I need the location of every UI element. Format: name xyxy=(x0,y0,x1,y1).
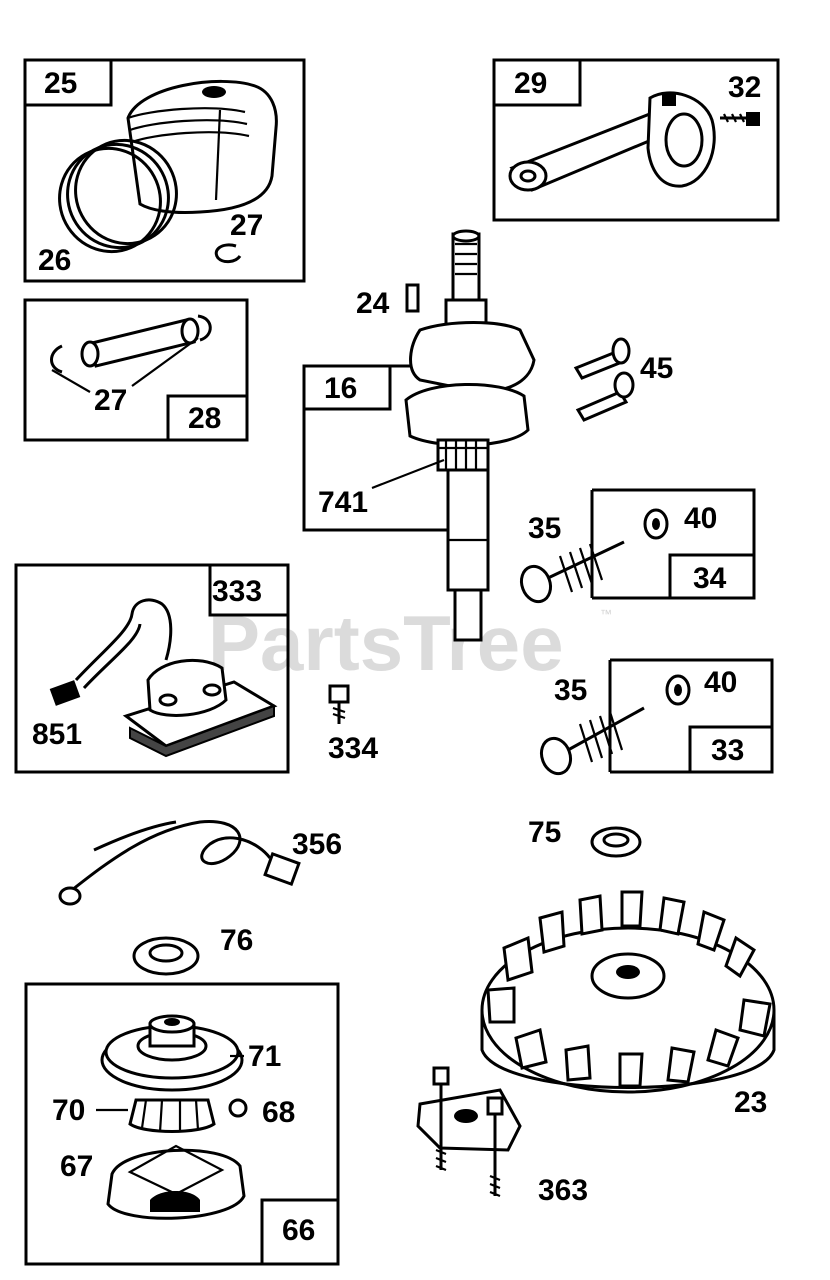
connecting-rod-icon xyxy=(508,91,716,192)
part-number-40-upper: 40 xyxy=(684,502,717,535)
part-number-67: 67 xyxy=(60,1150,93,1183)
part-group-333-armature[interactable]: 333 851 xyxy=(14,563,290,774)
part-group-25-piston[interactable]: 25 26 27 xyxy=(23,58,306,283)
part-group-45-pins[interactable]: 45 xyxy=(573,337,673,422)
part-number-23: 23 xyxy=(734,1086,767,1119)
starter-pulley-icon xyxy=(100,1014,244,1092)
flywheel-icon xyxy=(480,890,776,1094)
part-number-71: 71 xyxy=(248,1040,281,1073)
washer-75-hole xyxy=(602,832,630,848)
part-number-333: 333 xyxy=(212,575,262,608)
part-number-40-lower: 40 xyxy=(704,666,737,699)
part-group-334-bolt[interactable]: 334 xyxy=(328,684,378,765)
part-number-35-lower: 35 xyxy=(554,674,587,707)
leader-line-27-left xyxy=(51,369,91,393)
ball-68-icon xyxy=(228,1098,248,1118)
ignition-armature-icon xyxy=(49,598,278,758)
pin-clip-left-icon xyxy=(50,344,63,374)
part-number-76: 76 xyxy=(220,924,253,957)
part-number-45: 45 xyxy=(640,352,673,385)
part-number-70: 70 xyxy=(52,1094,85,1127)
retaining-clip-icon xyxy=(214,243,242,264)
leader-line-741 xyxy=(371,458,445,490)
part-group-28-piston-pin[interactable]: 28 27 xyxy=(23,298,249,442)
leader-line-27-right xyxy=(131,337,199,387)
part-number-741: 741 xyxy=(318,486,368,519)
part-number-33: 33 xyxy=(711,734,744,767)
part-number-66: 66 xyxy=(282,1214,315,1247)
part-number-29: 29 xyxy=(514,67,547,100)
part-number-28: 28 xyxy=(188,402,221,435)
part-number-334: 334 xyxy=(328,732,378,765)
pin-clip-right-icon xyxy=(197,314,212,342)
valve-upper-icon xyxy=(519,508,669,604)
key-icon xyxy=(405,283,420,313)
part-group-34-valve[interactable]: 34 35 40 xyxy=(517,488,756,606)
pin-45-upper-icon xyxy=(573,337,631,380)
part-number-851: 851 xyxy=(32,718,82,751)
part-number-34: 34 xyxy=(693,562,727,595)
part-number-32: 32 xyxy=(728,71,761,104)
part-number-363: 363 xyxy=(538,1174,588,1207)
part-number-24: 24 xyxy=(356,287,390,320)
valve-lower-icon xyxy=(539,674,691,776)
piston-rings-icon xyxy=(58,138,178,254)
starter-clutch-housing-icon xyxy=(128,1098,216,1133)
part-group-16[interactable]: 16 741 xyxy=(302,364,448,532)
part-number-16: 16 xyxy=(324,372,357,405)
washer-76-hole xyxy=(148,943,184,963)
part-group-76-washer[interactable]: 76 xyxy=(132,924,253,976)
starter-cover-icon xyxy=(106,1144,246,1220)
ground-wire-icon xyxy=(58,820,301,906)
part-number-26: 26 xyxy=(38,244,71,277)
bolt-334-icon xyxy=(328,684,350,724)
part-group-crankshaft[interactable]: 24 xyxy=(356,229,536,642)
bracket-363-icon xyxy=(416,1066,522,1198)
part-group-23-flywheel[interactable]: 23 xyxy=(480,890,776,1119)
part-group-75-washer[interactable]: 75 xyxy=(528,816,642,858)
part-group-356-wire[interactable]: 356 xyxy=(58,820,342,906)
crankshaft-icon xyxy=(404,229,536,642)
part-number-68: 68 xyxy=(262,1096,295,1129)
part-group-66-starter-clutch[interactable]: 66 71 70 68 67 xyxy=(24,982,340,1266)
part-number-27-pin: 27 xyxy=(94,384,127,417)
part-number-75: 75 xyxy=(528,816,561,849)
part-number-356: 356 xyxy=(292,828,342,861)
watermark-text: PartsTree xyxy=(208,599,564,687)
part-group-29-connecting-rod[interactable]: 29 32 xyxy=(492,58,780,222)
watermark-trademark: ™ xyxy=(600,607,612,621)
piston-pin-icon xyxy=(80,317,200,368)
pin-45-lower-icon xyxy=(575,371,635,422)
part-group-33-valve[interactable]: 33 35 40 xyxy=(537,658,774,778)
part-number-35-upper: 35 xyxy=(528,512,561,545)
part-number-27-piston: 27 xyxy=(230,209,263,242)
part-number-25: 25 xyxy=(44,67,77,100)
rod-bolt-icon xyxy=(720,112,760,126)
part-group-363-bracket[interactable]: 363 xyxy=(416,1066,588,1207)
